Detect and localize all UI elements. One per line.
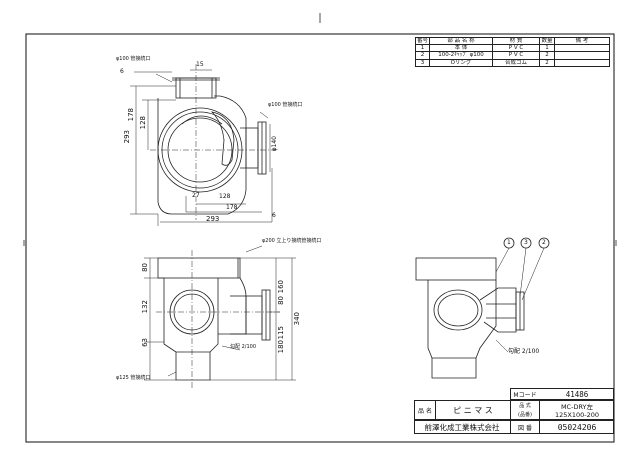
parts-table-header: 番号 部 品 名 称 材 質 数量 備 考 xyxy=(414,36,610,46)
dim-h-128: 128 xyxy=(139,116,147,130)
iso-slope-label: 勾配 2/100 xyxy=(508,348,540,355)
drawing-no-value: 05024206 xyxy=(557,422,597,432)
table-cell: 1 xyxy=(414,44,431,53)
model-label-2: (品番) xyxy=(518,412,532,418)
balloon-3: 3 xyxy=(524,239,528,246)
balloon-1: 1 xyxy=(507,239,511,246)
top-view xyxy=(130,64,276,226)
dim-r-115: 115 xyxy=(277,326,285,340)
table-cell: 2 xyxy=(539,51,556,60)
dim-r-80: 80 xyxy=(277,296,285,305)
dim-w-27: 27 xyxy=(192,192,200,199)
model-value-2: 125X100-200 xyxy=(554,410,600,419)
table-cell: 合成ゴム xyxy=(492,58,541,67)
table-cell: 1 xyxy=(539,44,556,53)
model-label-1: 品 式 xyxy=(519,403,531,409)
dim-left-6: 6 xyxy=(120,68,124,75)
name-label: 品 名 xyxy=(418,407,432,415)
top-right-inlet-label: φ100 管接続口 xyxy=(268,102,303,108)
table-cell xyxy=(554,58,610,67)
dim-d-140: φ140 xyxy=(271,136,278,152)
dim-l-63: 63 xyxy=(141,338,149,347)
table-cell xyxy=(554,44,610,53)
dim-w-178: 178 xyxy=(226,204,238,211)
drawing-no-label: 図 番 xyxy=(518,424,532,432)
iso-view xyxy=(415,237,550,379)
table-cell: P V C xyxy=(492,51,541,60)
table-cell: 本 体 xyxy=(429,44,494,53)
table-cell: 2 xyxy=(539,58,556,67)
table-row: 3 Oリング 合成ゴム 2 xyxy=(414,58,610,67)
front-bottom-outlet-label: φ125 管接続口 xyxy=(116,375,151,381)
dim-r-340: 340 xyxy=(293,312,301,326)
drawing-border xyxy=(25,33,615,443)
header-cell: 部 品 名 称 xyxy=(429,36,494,46)
company-name: 前澤化成工業株式会社 xyxy=(424,422,500,432)
table-cell: 2 xyxy=(414,51,431,60)
header-cell: 番号 xyxy=(414,36,431,46)
balloon-2: 2 xyxy=(542,239,546,246)
dim-h-293: 293 xyxy=(123,130,131,144)
dim-w-293: 293 xyxy=(206,215,220,223)
model-value-1: MC-DRY左 xyxy=(560,402,594,411)
table-cell xyxy=(554,51,610,60)
dim-w-6: 6 xyxy=(272,212,276,219)
table-row: 2 100-2ｷｬｯﾌﾟ φ100 P V C 2 xyxy=(414,51,610,60)
front-top-inlet-label: φ200 立上り接続管接続口 xyxy=(262,238,322,244)
name-value: ピ ニ マ ス xyxy=(453,405,493,415)
dim-top-15: 15 xyxy=(196,61,204,68)
table-row: 1 本 体 P V C 1 xyxy=(414,44,610,53)
top-left-inlet-label: φ100 管接続口 xyxy=(116,56,151,62)
dim-w-128: 128 xyxy=(219,193,231,200)
table-cell: P V C xyxy=(492,44,541,53)
mcode-value: 41486 xyxy=(565,389,589,399)
dim-r-180: 180 xyxy=(277,340,285,354)
header-cell: 数量 xyxy=(539,36,556,46)
parts-table: 番号 部 品 名 称 材 質 数量 備 考 1 本 体 P V C 1 2 10… xyxy=(414,36,610,67)
header-cell: 材 質 xyxy=(492,36,541,46)
mcode-label: Mコード xyxy=(513,391,537,399)
table-cell: 100-2ｷｬｯﾌﾟ φ100 xyxy=(429,51,494,60)
front-view xyxy=(144,245,296,388)
table-cell: Oリング xyxy=(429,58,494,67)
header-cell: 備 考 xyxy=(554,36,610,46)
front-slope-label: 勾配 2/100 xyxy=(230,344,256,350)
dim-h-178: 178 xyxy=(127,108,135,122)
table-cell: 3 xyxy=(414,58,431,67)
dim-r-160: 160 xyxy=(277,280,285,294)
dim-l-132: 132 xyxy=(141,300,149,314)
dim-l-80: 80 xyxy=(141,263,149,272)
